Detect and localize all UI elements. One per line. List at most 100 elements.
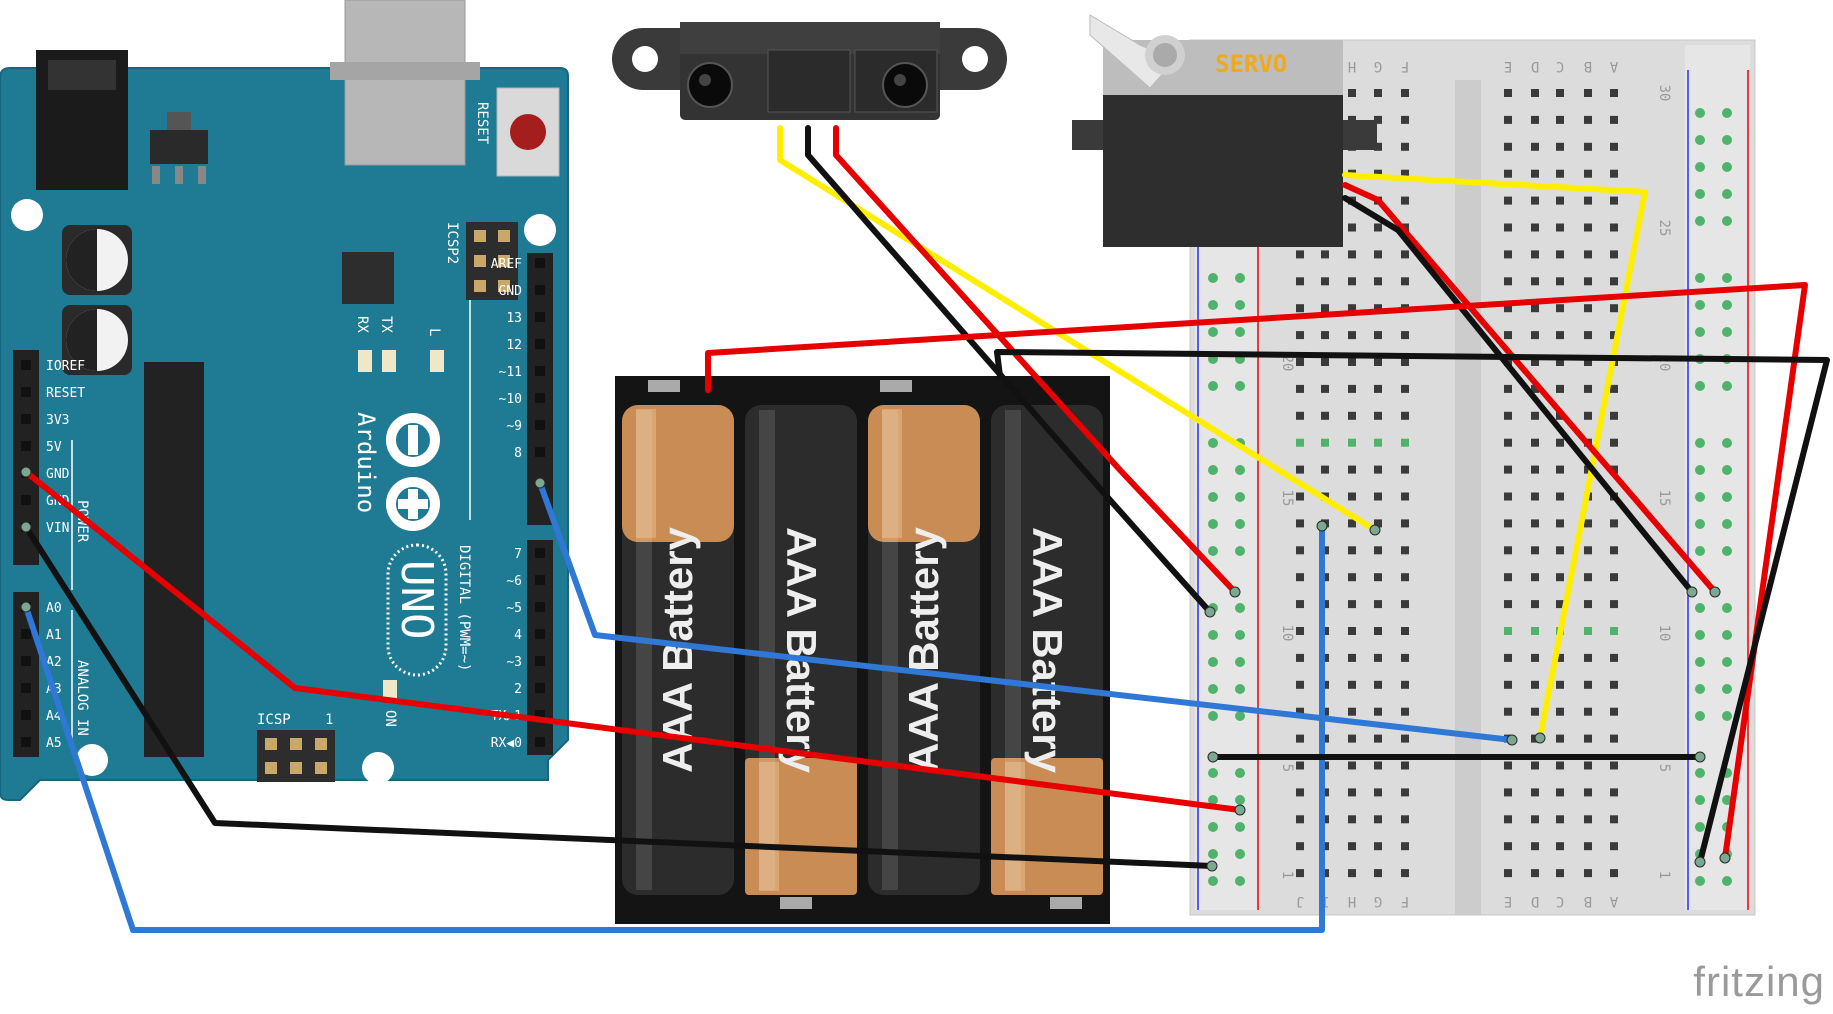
column-letter: E xyxy=(1504,58,1512,74)
column-letter: G xyxy=(1374,58,1382,74)
wire-black-battery xyxy=(994,349,1830,865)
pin-label: RX◀0 xyxy=(491,736,522,751)
column-letter: D xyxy=(1531,58,1539,74)
on-label: ON xyxy=(382,710,398,727)
column-letter: A xyxy=(1609,893,1618,909)
l-label: L xyxy=(426,328,442,336)
pin-label: RESET xyxy=(46,386,85,401)
row-number: 10 xyxy=(1279,625,1295,642)
usb-chip xyxy=(342,252,394,304)
header-pin[interactable] xyxy=(535,339,545,349)
column-letter: C xyxy=(1556,58,1564,74)
rx-label: RX xyxy=(354,316,370,333)
wire-red-sensor xyxy=(833,125,1238,595)
header-pin[interactable] xyxy=(21,629,31,639)
pin-label: ~10 xyxy=(499,392,522,407)
column-letter: C xyxy=(1556,893,1564,909)
row-number: 15 xyxy=(1279,490,1295,507)
header-pin[interactable] xyxy=(535,575,545,585)
ir-receiver-lens xyxy=(882,62,928,108)
column-letter: H xyxy=(1348,58,1356,74)
row-number: 20 xyxy=(1279,355,1295,372)
header-pin[interactable] xyxy=(535,258,545,268)
column-letter: D xyxy=(1531,893,1539,909)
row-number: 1 xyxy=(1279,871,1295,879)
header-pin[interactable] xyxy=(21,414,31,424)
wire-red-battery xyxy=(705,282,1808,861)
wire-red-5v xyxy=(23,469,1243,813)
row-number: 10 xyxy=(1656,625,1672,642)
pin-label: 7 xyxy=(514,547,522,562)
battery-label: AAA Battery xyxy=(900,526,947,772)
row-number: 15 xyxy=(1656,490,1672,507)
header-pin[interactable] xyxy=(21,737,31,747)
pin-label: 13 xyxy=(506,311,522,326)
header-pin[interactable] xyxy=(535,683,545,693)
header-pin[interactable] xyxy=(21,360,31,370)
header-pin[interactable] xyxy=(21,710,31,720)
icsp-pin1-label: 1 xyxy=(325,712,333,728)
pin-label: A5 xyxy=(46,736,62,751)
l-led xyxy=(430,350,444,372)
reset-button[interactable] xyxy=(496,87,560,177)
ir-emitter-lens xyxy=(687,62,733,108)
usb-connector xyxy=(344,0,466,166)
header-pin[interactable] xyxy=(21,683,31,693)
header-pin[interactable] xyxy=(21,387,31,397)
header-pin[interactable] xyxy=(535,656,545,666)
header-pin[interactable] xyxy=(21,441,31,451)
icsp2-label: ICSP2 xyxy=(444,222,460,264)
header-pin[interactable] xyxy=(535,366,545,376)
header-pin[interactable] xyxy=(535,447,545,457)
icsp-label: ICSP xyxy=(257,712,291,728)
icsp2-header xyxy=(466,222,518,300)
wire-blue-pin9 xyxy=(537,480,1515,743)
aaa-battery-cell: AAA Battery xyxy=(868,405,980,895)
header-pin[interactable] xyxy=(21,495,31,505)
tx-led xyxy=(382,350,396,372)
icsp-header xyxy=(257,730,335,782)
header-pin[interactable] xyxy=(535,393,545,403)
wire-blue-a0 xyxy=(23,523,1325,933)
header-pin[interactable] xyxy=(21,656,31,666)
header-pin[interactable] xyxy=(535,420,545,430)
pin-label: GND xyxy=(46,467,70,482)
header-pin[interactable] xyxy=(535,312,545,322)
pin-label: 5V xyxy=(46,440,62,455)
pin-label: 2 xyxy=(514,682,522,697)
header-pin[interactable] xyxy=(535,737,545,747)
servo-label: SERVO xyxy=(1215,50,1287,78)
pin-label: IOREF xyxy=(46,359,85,374)
column-letter: F xyxy=(1401,58,1409,74)
uno-badge: UNO xyxy=(386,543,448,677)
pin-label: 12 xyxy=(506,338,522,353)
pin-label: ~3 xyxy=(506,655,522,670)
row-number: 25 xyxy=(1656,220,1672,237)
reset-label: RESET xyxy=(474,102,490,145)
capacitor xyxy=(62,305,132,375)
digital-pwm-label: DIGITAL (PWM=~) xyxy=(456,545,472,671)
header-pin[interactable] xyxy=(535,710,545,720)
fritzing-watermark: fritzing xyxy=(1693,958,1825,1005)
rx-led xyxy=(358,350,372,372)
pin-label: A0 xyxy=(46,601,62,616)
aaa-battery-cell: AAA Battery xyxy=(745,405,857,895)
header-pin[interactable] xyxy=(535,548,545,558)
header-pin[interactable] xyxy=(535,602,545,612)
column-letter: F xyxy=(1401,893,1409,909)
arduino-uno-board: RESET ICSP2 ICSP 1 RX TX L ON xyxy=(0,0,569,801)
column-letter: B xyxy=(1584,893,1592,909)
wire-black-gnd xyxy=(23,524,1215,869)
pin-label: GND xyxy=(499,284,523,299)
column-letter: E xyxy=(1504,893,1512,909)
pin-label: ~11 xyxy=(499,365,522,380)
header-pin[interactable] xyxy=(535,285,545,295)
pin-label: A2 xyxy=(46,655,62,670)
analog-header xyxy=(13,592,39,757)
pin-label: A4 xyxy=(46,709,62,724)
pin-label: 8 xyxy=(514,446,522,461)
header-pin[interactable] xyxy=(535,629,545,639)
